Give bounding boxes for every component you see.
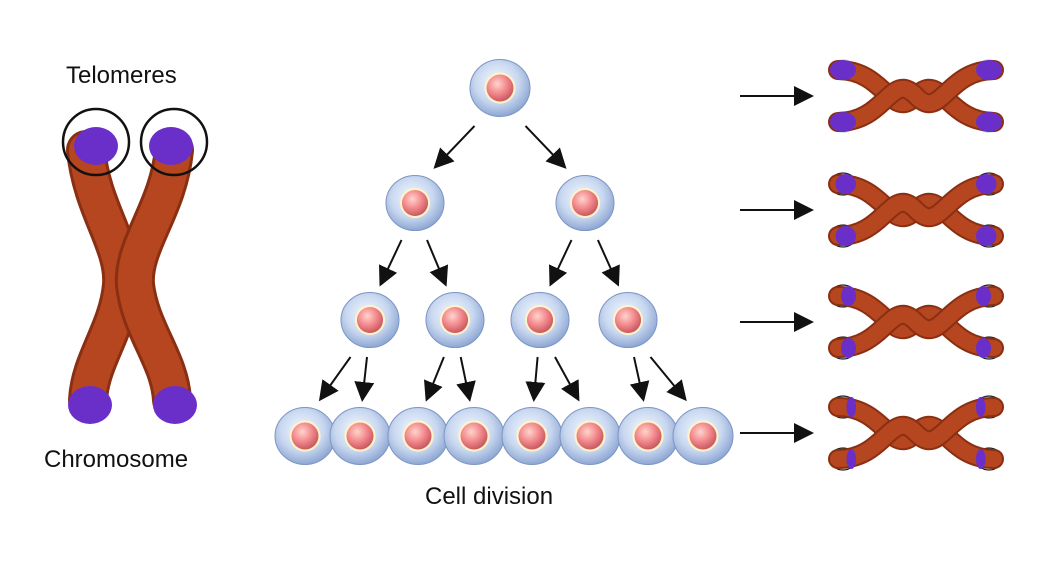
telomere-shortening-stages bbox=[740, 59, 1004, 471]
cell bbox=[598, 291, 658, 349]
cell-nucleus bbox=[634, 422, 662, 450]
cell-nucleus bbox=[404, 422, 432, 450]
chromosome-label: Chromosome bbox=[44, 446, 189, 473]
cell-nucleus bbox=[460, 422, 488, 450]
cell bbox=[555, 174, 615, 232]
division-arrow bbox=[424, 356, 445, 402]
division-arrow bbox=[596, 239, 620, 287]
telomere-cap bbox=[149, 127, 193, 165]
telomere-highlight-circles bbox=[61, 107, 209, 177]
stage-chromosome bbox=[740, 284, 1004, 360]
remaining-telomere bbox=[830, 112, 856, 132]
cell-division-label: Cell division bbox=[425, 483, 554, 510]
remaining-telomere bbox=[976, 112, 1002, 132]
telomere-cap bbox=[153, 386, 197, 424]
telomeres-label: Telomeres bbox=[66, 62, 177, 89]
cell-nucleus bbox=[401, 189, 429, 217]
telomere-circle-right bbox=[139, 107, 209, 177]
cell bbox=[340, 291, 400, 349]
division-arrow bbox=[318, 356, 352, 402]
cell-nucleus bbox=[291, 422, 319, 450]
division-arrow bbox=[525, 356, 546, 402]
remaining-telomere bbox=[976, 60, 1002, 80]
remaining-telomere bbox=[976, 226, 997, 246]
division-arrow bbox=[524, 125, 567, 169]
cell bbox=[329, 407, 391, 465]
division-arrow bbox=[629, 356, 650, 402]
cell-nucleus bbox=[576, 422, 604, 450]
division-arrow bbox=[549, 239, 573, 287]
division-arrow bbox=[554, 356, 580, 402]
division-arrow bbox=[649, 356, 687, 402]
remaining-telomere bbox=[976, 449, 986, 469]
chromatid-right bbox=[117, 133, 191, 417]
stage-chromatid bbox=[830, 62, 1002, 130]
cell bbox=[617, 407, 679, 465]
cell bbox=[385, 174, 445, 232]
cell-nucleus bbox=[518, 422, 546, 450]
cell-nucleus bbox=[441, 306, 469, 334]
remaining-telomere bbox=[835, 226, 856, 246]
remaining-telomere bbox=[830, 60, 856, 80]
cell-nucleus bbox=[571, 189, 599, 217]
cell-nucleus bbox=[614, 306, 642, 334]
stage-chromatid bbox=[830, 399, 1002, 467]
cell bbox=[274, 407, 336, 465]
stage-chromatid bbox=[830, 176, 1002, 244]
stage-chromosome bbox=[740, 395, 1004, 471]
cell bbox=[387, 407, 449, 465]
cell bbox=[425, 291, 485, 349]
telomere-cap bbox=[68, 386, 112, 424]
cell-nucleus bbox=[356, 306, 384, 334]
division-arrow bbox=[354, 356, 375, 402]
cell-nucleus bbox=[526, 306, 554, 334]
cell bbox=[443, 407, 505, 465]
cell-division-tree bbox=[274, 59, 734, 465]
cell bbox=[672, 407, 734, 465]
remaining-telomere bbox=[846, 397, 856, 417]
cell bbox=[559, 407, 621, 465]
division-arrow bbox=[433, 125, 476, 169]
stage-chromosome bbox=[740, 172, 1004, 248]
cell-nucleus bbox=[486, 74, 514, 102]
remaining-telomere bbox=[976, 338, 991, 358]
stage-chromosome bbox=[740, 59, 1004, 133]
remaining-telomere bbox=[976, 397, 986, 417]
cell bbox=[510, 291, 570, 349]
remaining-telomere bbox=[841, 286, 856, 306]
cell bbox=[469, 59, 531, 117]
cell-nucleus bbox=[346, 422, 374, 450]
remaining-telomere bbox=[841, 338, 856, 358]
chromosome-figure bbox=[66, 127, 197, 424]
remaining-telomere bbox=[835, 174, 856, 194]
remaining-telomere bbox=[976, 286, 991, 306]
division-arrow bbox=[379, 239, 403, 287]
stage-chromatid bbox=[830, 288, 1002, 356]
division-arrow bbox=[456, 356, 476, 402]
telomere-cap bbox=[74, 127, 118, 165]
division-arrow bbox=[426, 239, 449, 287]
telomere-circle-left bbox=[61, 107, 131, 177]
remaining-telomere bbox=[846, 449, 856, 469]
cell bbox=[501, 407, 563, 465]
cell-nucleus bbox=[689, 422, 717, 450]
remaining-telomere bbox=[976, 174, 997, 194]
